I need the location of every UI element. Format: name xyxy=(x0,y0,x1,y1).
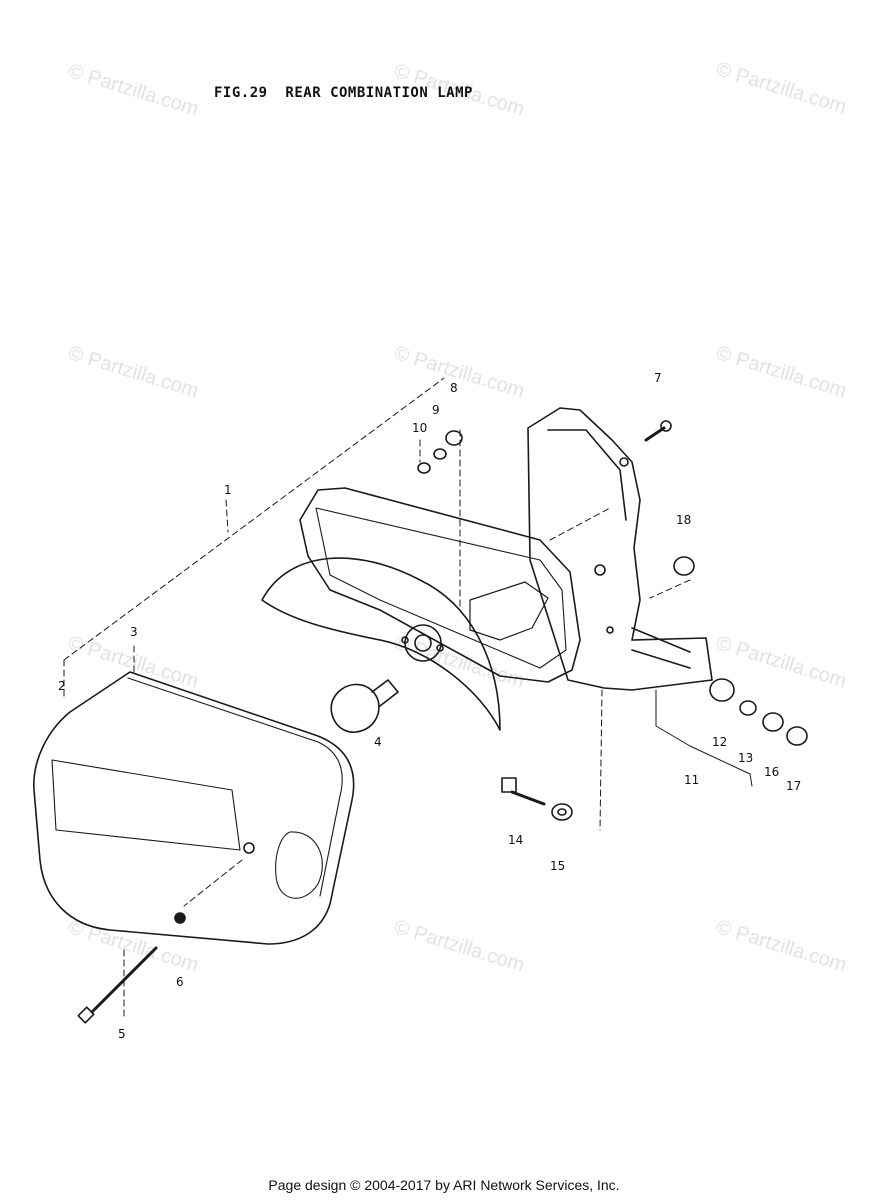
collar-13-part xyxy=(739,700,757,716)
callout-7: 7 xyxy=(654,371,662,385)
callout-9: 9 xyxy=(432,403,440,417)
callout-3: 3 xyxy=(130,625,138,639)
callout-2: 2 xyxy=(58,679,66,693)
bolt-14-part xyxy=(501,777,546,806)
callout-15: 15 xyxy=(550,859,565,873)
callout-18: 18 xyxy=(676,513,691,527)
bulb-part xyxy=(330,679,399,733)
washer-15-part xyxy=(551,803,573,821)
callout-14: 14 xyxy=(508,833,523,847)
copyright-footer: Page design © 2004-2017 by ARI Network S… xyxy=(268,1177,620,1193)
callout-13: 13 xyxy=(738,751,753,765)
callout-16: 16 xyxy=(764,765,779,779)
nut-17-part xyxy=(786,726,808,746)
lamp-base-part xyxy=(299,487,581,683)
washer-16-part xyxy=(762,712,784,732)
lens-part xyxy=(33,671,355,945)
screw-7-part xyxy=(644,420,672,442)
cushion-12-part xyxy=(709,678,735,702)
callout-4: 4 xyxy=(374,735,382,749)
mounting-bracket-part xyxy=(527,407,713,691)
washer-9-part xyxy=(433,448,447,460)
reflector-part xyxy=(261,557,501,731)
callout-10: 10 xyxy=(412,421,427,435)
grommet-18-part xyxy=(673,556,695,576)
callout-17: 17 xyxy=(786,779,801,793)
callout-8: 8 xyxy=(450,381,458,395)
callout-12: 12 xyxy=(712,735,727,749)
callout-5: 5 xyxy=(118,1027,126,1041)
callout-6: 6 xyxy=(176,975,184,989)
callout-11: 11 xyxy=(684,773,699,787)
callout-1: 1 xyxy=(224,483,232,497)
nut-10-part xyxy=(417,462,431,474)
figure-title: FIG.29 REAR COMBINATION LAMP xyxy=(214,85,473,101)
screw-5-part xyxy=(77,946,158,1024)
washer-8-part xyxy=(445,430,463,446)
